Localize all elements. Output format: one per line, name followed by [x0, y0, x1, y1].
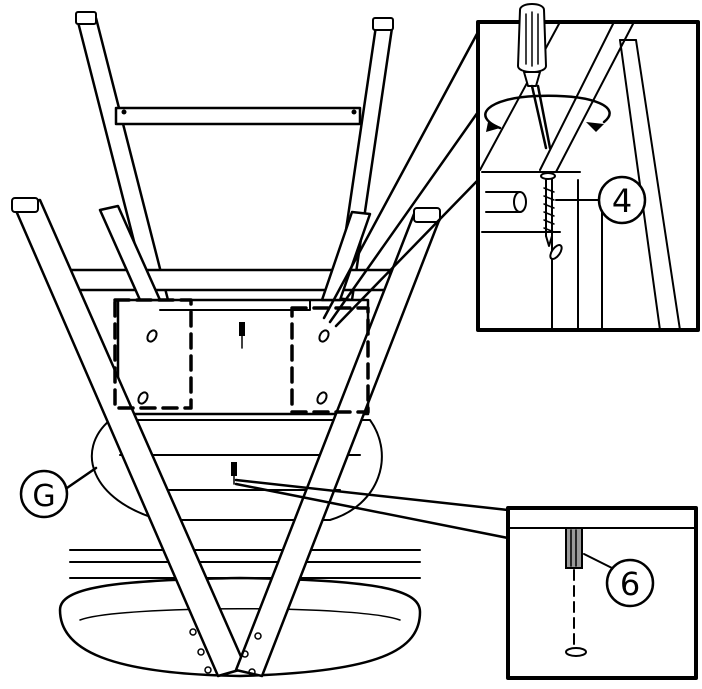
- corner-bracket-highlights: [113, 298, 370, 414]
- leader-lines-lower: [234, 478, 510, 540]
- detail-inset-bracket: 4: [476, 3, 700, 332]
- callout-6-circle: [605, 558, 655, 608]
- detail-inset-dowel: 6: [506, 506, 698, 680]
- rotation-arrow-icon: [484, 94, 611, 132]
- front-legs: [11, 197, 442, 678]
- callout-g-circle: [19, 469, 69, 519]
- screw-icon: [540, 172, 563, 260]
- callout-4-label: 4: [612, 182, 632, 220]
- screwdriver-icon: [517, 3, 552, 150]
- callout-g: G: [19, 466, 98, 519]
- callout-6-label: 6: [620, 565, 640, 603]
- chair-seat: [58, 419, 422, 678]
- leader-lines-upper: [322, 30, 480, 328]
- callout-g-label: G: [32, 479, 55, 514]
- dowel-icon: [565, 527, 587, 657]
